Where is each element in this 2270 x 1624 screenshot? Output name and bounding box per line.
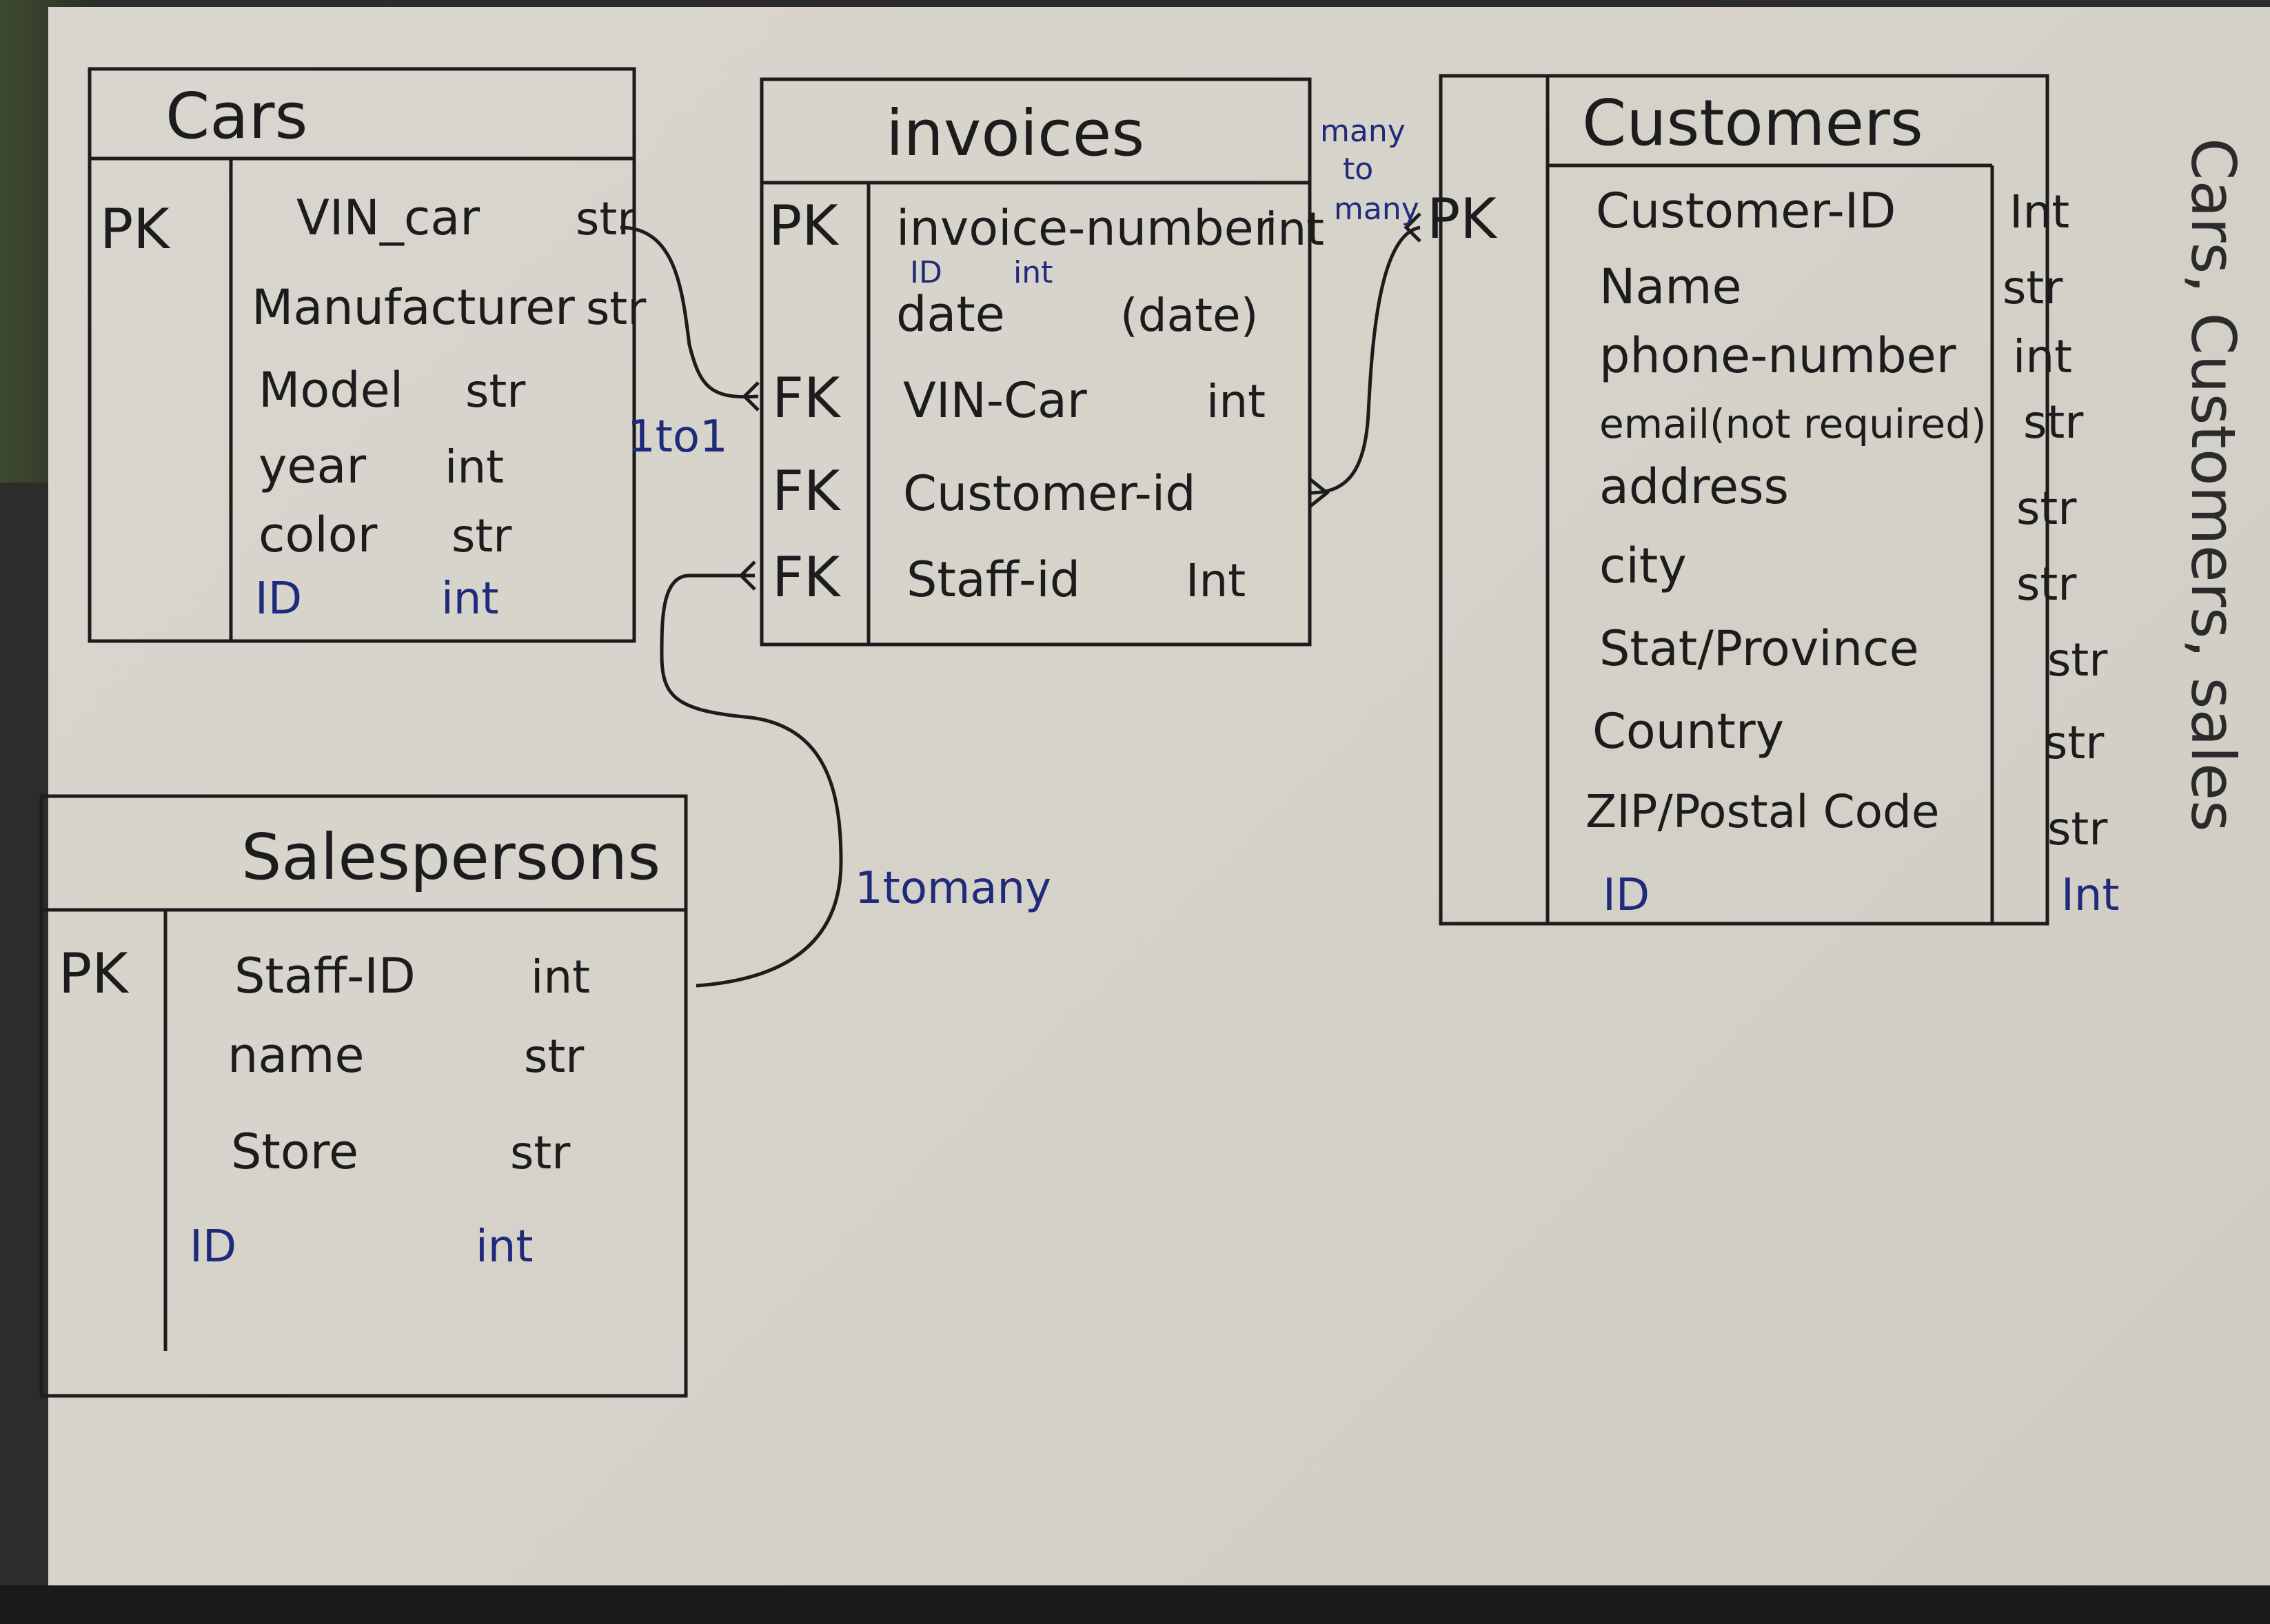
cars-type-model: str	[465, 365, 526, 418]
customers-type-customer-id: Int	[2009, 185, 2069, 238]
cars-field-manufacturer: Manufacturer	[252, 279, 575, 336]
invoices-type-vin-car: int	[1206, 375, 1266, 428]
customers-field-id: ID	[1603, 870, 1650, 921]
customers-type-state: str	[2047, 633, 2108, 687]
invoices-fk-label-3: FK	[772, 545, 842, 609]
table-edge	[0, 1585, 2270, 1624]
connector-invoices-customers	[1309, 225, 1421, 495]
cars-type-vin: str	[576, 192, 636, 245]
crowfoot-customer-id-icon	[1308, 478, 1330, 508]
relation-label-many-2: many	[1334, 192, 1419, 227]
relation-label-to: to	[1343, 152, 1373, 187]
invoices-field-invoice-number: invoice-number	[896, 200, 1274, 256]
salespersons-box	[39, 794, 688, 1398]
customers-title: Customers	[1582, 86, 1923, 160]
salespersons-type-name: str	[524, 1030, 585, 1083]
connector-cars-invoices	[620, 225, 759, 399]
table-customers	[1439, 74, 2049, 926]
salespersons-field-name: name	[227, 1027, 365, 1084]
cars-box	[88, 67, 636, 643]
cars-field-model: Model	[259, 362, 403, 418]
customers-box	[1439, 74, 2049, 926]
customers-type-country: str	[2044, 716, 2105, 769]
invoices-id-type-note: int	[1013, 255, 1053, 290]
customers-pk-label: PK	[1427, 187, 1498, 251]
cars-pk-label: PK	[100, 197, 171, 261]
customers-field-phone: phone-number	[1599, 327, 1956, 384]
customers-field-customer-id: Customer-ID	[1596, 183, 1896, 239]
salespersons-field-staff-id: Staff-ID	[234, 948, 416, 1004]
invoices-field-customer-id: Customer-id	[903, 465, 1196, 522]
customers-type-zip: str	[2047, 802, 2108, 855]
invoices-pk-label: PK	[769, 194, 840, 258]
customers-field-state: Stat/Province	[1599, 620, 1919, 677]
table-cars	[88, 67, 636, 643]
invoices-field-vin-car: VIN-Car	[903, 372, 1087, 429]
salespersons-type-store: str	[510, 1126, 571, 1179]
cars-field-color: color	[259, 507, 378, 563]
paper-sheet	[48, 7, 2270, 1592]
invoices-type-date: (date)	[1120, 289, 1258, 342]
crowfoot-staff-id-icon	[738, 560, 756, 591]
customers-field-city: city	[1599, 538, 1687, 594]
connector-invoices-salespersons	[660, 574, 843, 988]
invoices-type-staff-id: Int	[1186, 554, 1246, 607]
customers-field-email: email(not required)	[1599, 400, 1987, 447]
cars-type-color: str	[452, 509, 512, 562]
customers-field-zip: ZIP/Postal Code	[1585, 785, 1940, 838]
customers-field-address: address	[1599, 458, 1789, 515]
customers-type-address: str	[2016, 482, 2077, 535]
cars-title: Cars	[165, 79, 307, 153]
cars-field-id: ID	[255, 574, 302, 625]
relation-label-salespersons-invoices: 1tomany	[855, 863, 1051, 914]
cars-type-year: int	[445, 440, 504, 494]
table-salespersons	[39, 794, 688, 1398]
cars-field-vin: VIN_car	[296, 190, 480, 246]
customers-type-city: str	[2016, 558, 2077, 611]
relation-label-cars-invoices: 1to1	[627, 412, 728, 463]
cars-field-year: year	[259, 438, 366, 494]
customers-type-name: str	[2003, 261, 2063, 314]
invoices-field-date: date	[896, 286, 1005, 343]
crowfoot-customer-pk-icon	[1403, 212, 1421, 243]
invoices-title: invoices	[886, 97, 1144, 170]
salespersons-field-store: Store	[231, 1124, 358, 1180]
cars-type-manufacturer: str	[586, 282, 647, 335]
invoices-fk-label-2: FK	[772, 459, 842, 523]
invoices-fk-label-1: FK	[772, 366, 842, 430]
customers-field-country: Country	[1592, 703, 1784, 760]
invoices-type-invoice-number: int	[1265, 203, 1324, 256]
invoices-box	[760, 77, 1312, 647]
salespersons-title: Salespersons	[241, 820, 660, 894]
customers-field-name: Name	[1599, 258, 1742, 315]
salespersons-pk-label: PK	[59, 942, 130, 1006]
invoices-field-staff-id: Staff-id	[906, 551, 1080, 608]
relation-label-many-1: many	[1320, 114, 1406, 149]
salespersons-type-staff-id: int	[531, 951, 590, 1004]
salespersons-type-id: int	[476, 1221, 533, 1272]
table-invoices	[760, 77, 1312, 647]
salespersons-field-id: ID	[190, 1221, 236, 1272]
invoices-id-note: ID	[910, 255, 942, 290]
customers-type-email: str	[2023, 396, 2084, 449]
customers-type-phone: int	[2013, 330, 2072, 383]
cars-type-id: int	[441, 574, 498, 625]
margin-note: Cars, Customers, sales	[2178, 138, 2249, 832]
customers-type-id: Int	[2061, 870, 2120, 921]
crowfoot-vin-car-icon	[742, 381, 760, 412]
